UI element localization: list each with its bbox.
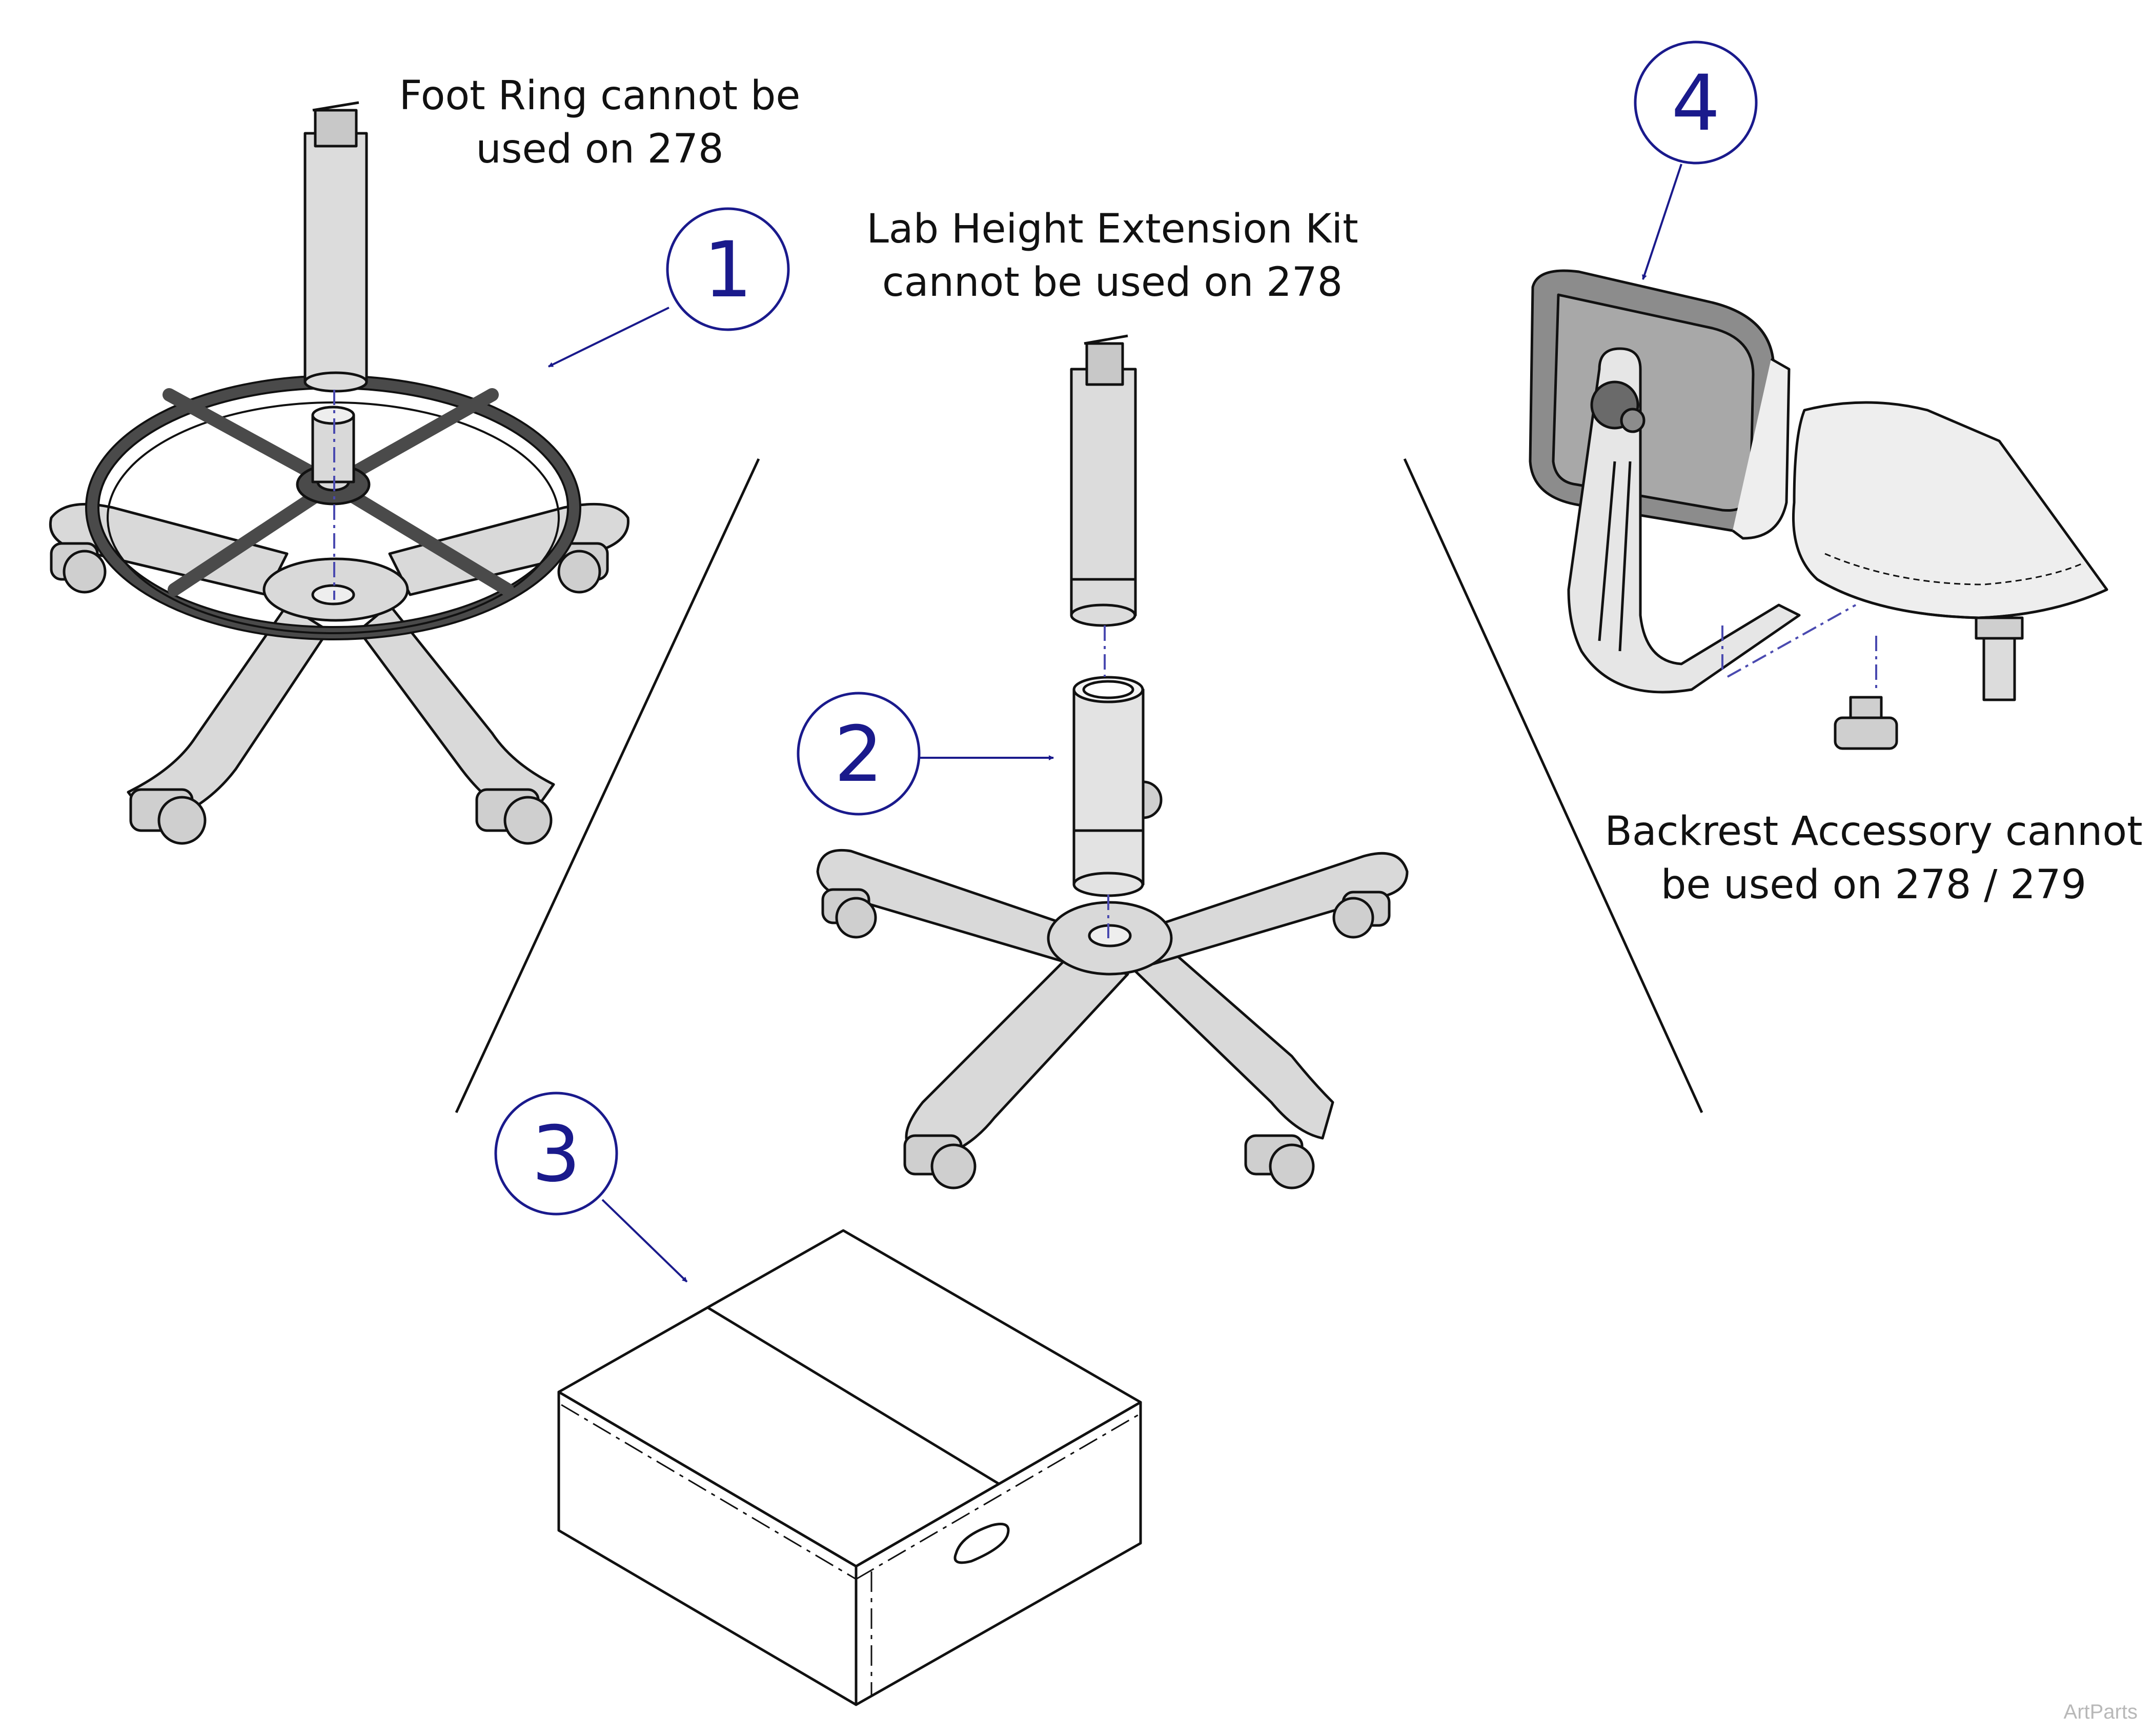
lab-height-note-line-2: cannot be used on 278 — [882, 259, 1343, 306]
lab-height-extension-illustration — [816, 334, 1409, 1189]
lab-height-note-line-1: Lab Height Extension Kit — [866, 206, 1358, 252]
carton-box-illustration — [557, 1229, 1142, 1706]
foot-ring-note: Foot Ring cannot be used on 278 — [374, 69, 825, 176]
lab-height-note: Lab Height Extension Kit cannot be used … — [841, 203, 1384, 309]
separator-lines — [455, 458, 1703, 1114]
callout-2: 2 — [797, 692, 1054, 816]
callout-arrow-1 — [548, 307, 669, 368]
callout-circle-4 — [1634, 41, 1758, 165]
callout-arrow-3 — [601, 1199, 688, 1283]
callout-circle-3 — [494, 1092, 618, 1216]
callout-circle-2 — [797, 692, 921, 816]
backrest-note-line-1: Backrest Accessory cannot — [1604, 809, 2143, 855]
backrest-note: Backrest Accessory cannot be used on 278… — [1579, 805, 2153, 912]
callout-number-1: 1 — [703, 226, 752, 315]
backrest-accessory-illustration — [1529, 269, 2108, 750]
callout-circle-1 — [666, 207, 790, 331]
callout-arrow-4 — [1642, 164, 1682, 280]
foot-ring-stool-illustration — [49, 101, 629, 845]
callout-4: 4 — [1634, 41, 1758, 280]
callout-1: 1 — [548, 207, 790, 368]
callout-number-3: 3 — [532, 1110, 580, 1199]
foot-ring-note-line-2: used on 278 — [476, 126, 724, 172]
backrest-note-line-2: be used on 278 / 279 — [1660, 862, 2087, 908]
artparts-watermark: ArtParts — [2063, 1701, 2138, 1723]
callout-number-4: 4 — [1671, 59, 1720, 148]
foot-ring-note-line-1: Foot Ring cannot be — [399, 73, 801, 119]
callout-number-2: 2 — [834, 710, 883, 799]
callout-3: 3 — [494, 1092, 688, 1283]
